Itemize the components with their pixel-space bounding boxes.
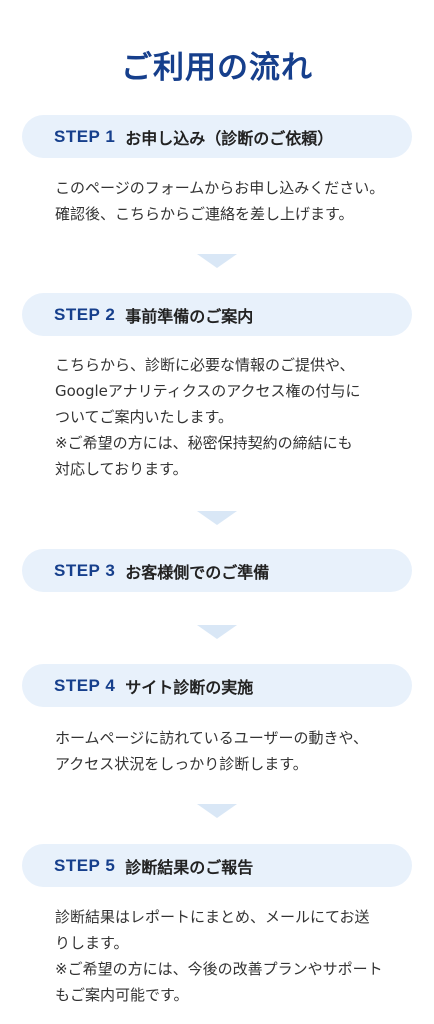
step-2-header: STEP 2 事前準備のご案内 — [22, 293, 412, 336]
step-4-title: サイト診断の実施 — [125, 677, 254, 697]
step-4-description: ホームページに訪れているユーザーの動きや、 アクセス状況をしっかり診断します。 — [55, 725, 427, 777]
step-4-description-line: ホームページに訪れているユーザーの動きや、 — [55, 729, 369, 747]
step-1-header: STEP 1 お申し込み（診断のご依頼） — [22, 115, 412, 158]
step-1-title: お申し込み（診断のご依頼） — [125, 128, 334, 148]
step-2-description: こちらから、診断に必要な情報のご提供や、 Googleアナリティクスのアクセス権… — [55, 352, 427, 482]
step-5-description-line: 診断結果はレポートにまとめ、メールにてお送 — [55, 908, 370, 926]
step-4-description-line: アクセス状況をしっかり診断します。 — [55, 755, 308, 773]
step-1-number: STEP 1 — [54, 126, 116, 146]
step-5-description-line: りします。 — [55, 934, 129, 952]
step-3-title: お客様側でのご準備 — [125, 562, 270, 582]
step-1-description: このページのフォームからお申し込みください。 確認後、こちらからご連絡を差し上げ… — [55, 175, 427, 227]
step-2-description-line: こちらから、診断に必要な情報のご提供や、 — [55, 356, 355, 374]
step-5-description-line: ※ご希望の方には、今後の改善プランやサポート — [55, 960, 383, 978]
step-3-header: STEP 3 お客様側でのご準備 — [22, 549, 412, 592]
step-1-description-line: 確認後、こちらからご連絡を差し上げます。 — [55, 205, 354, 223]
step-5-number: STEP 5 — [54, 855, 116, 875]
step-5-description: 診断結果はレポートにまとめ、メールにてお送 りします。 ※ご希望の方には、今後の… — [55, 904, 427, 1008]
step-4-header: STEP 4 サイト診断の実施 — [22, 664, 412, 707]
step-2-description-line: ※ご希望の方には、秘密保持契約の締結にも — [55, 434, 353, 452]
step-1-description-line: このページのフォームからお申し込みください。 — [55, 179, 385, 197]
down-arrow-icon — [197, 804, 237, 818]
page-title: ご利用の流れ — [121, 50, 313, 86]
step-4-number: STEP 4 — [54, 675, 116, 695]
step-2-title: 事前準備のご案内 — [125, 306, 254, 326]
step-2-description-line: 対応しております。 — [55, 460, 188, 478]
step-2-description-line: ついてご案内いたします。 — [55, 408, 234, 426]
down-arrow-icon — [197, 511, 237, 525]
down-arrow-icon — [197, 625, 237, 639]
step-5-title: 診断結果のご報告 — [125, 857, 254, 877]
step-2-number: STEP 2 — [54, 304, 116, 324]
step-2-description-line: Googleアナリティクスのアクセス権の付与に — [55, 382, 361, 400]
step-5-header: STEP 5 診断結果のご報告 — [22, 844, 412, 887]
step-5-description-line: もご案内可能です。 — [55, 986, 189, 1004]
step-3-number: STEP 3 — [54, 560, 116, 580]
down-arrow-icon — [197, 254, 237, 268]
